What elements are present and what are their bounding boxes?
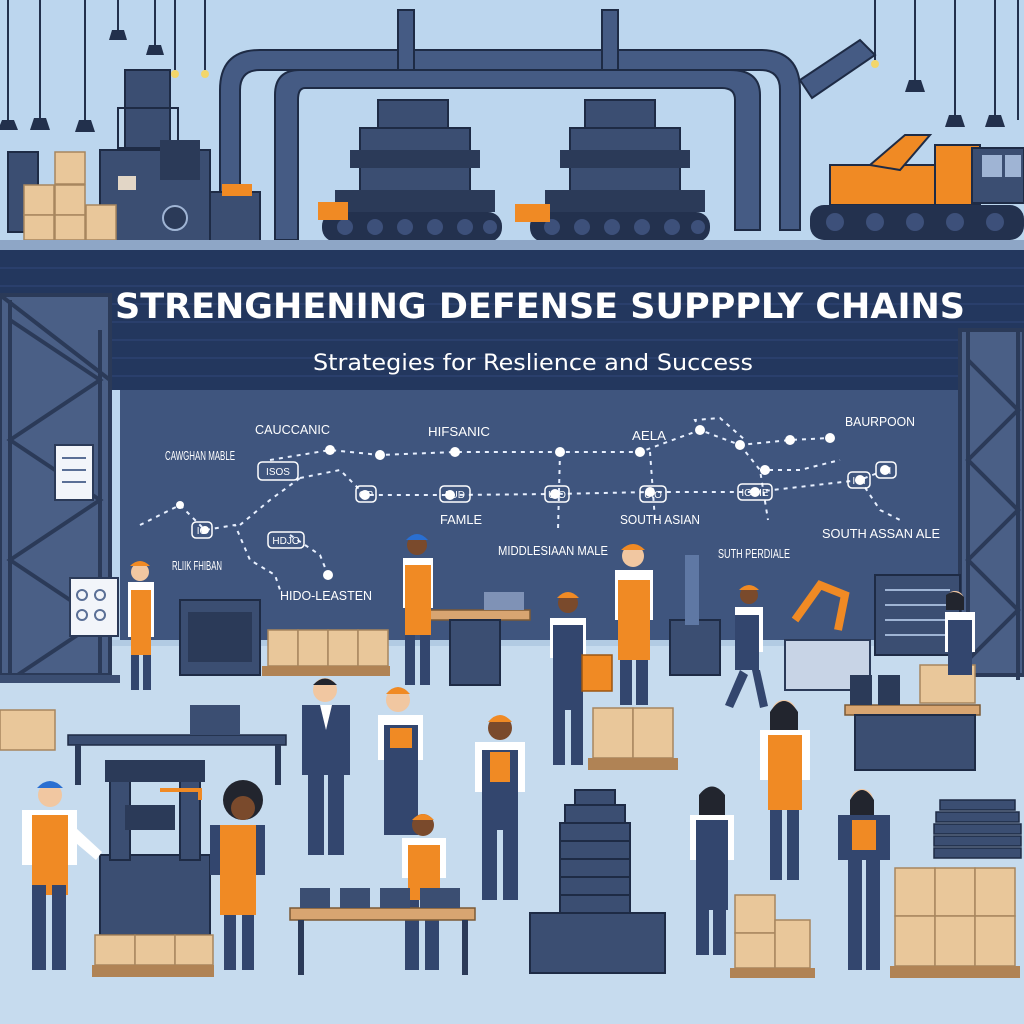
board-label-8: SOUTH ASSAN ALE	[822, 526, 940, 541]
board-label-1: CAWGHAN MABLE	[165, 448, 235, 463]
crawler-machine-right	[515, 99, 710, 242]
worker-front-curly	[210, 780, 265, 970]
ceiling-lamps	[7, 0, 1019, 120]
stacked-parts-tower	[529, 789, 666, 974]
excavator-right	[810, 134, 1024, 240]
banner-title: STRENGHENING DEFENSE SUPPPLY CHAINS	[115, 287, 965, 327]
banner-subtitle: Strategies for Reslience and Success	[313, 351, 753, 376]
pallet-front-left	[92, 965, 214, 977]
worker-front-left	[22, 781, 102, 970]
board-label-12: HIDO-LEASTEN	[280, 588, 372, 603]
worker-clipboard-holder	[128, 561, 154, 690]
node-label-9: IO	[197, 526, 208, 537]
right-workbench	[844, 675, 981, 771]
crawler-machine-left	[318, 99, 502, 242]
node-label-3: IIUD	[445, 490, 465, 501]
upper-deck	[0, 240, 1024, 250]
front-crates-left	[94, 934, 214, 966]
pallet-mid	[588, 758, 678, 770]
node-label-10: OI	[881, 466, 892, 477]
node-label-5: UIO	[644, 490, 662, 501]
front-workbench	[289, 888, 476, 975]
worker-woman-apron	[760, 700, 810, 880]
mid-crates	[0, 629, 976, 759]
mid-machinery	[179, 555, 961, 691]
worker-holding-crate	[550, 592, 613, 765]
worker-clipboard	[69, 577, 119, 637]
board-label-6: FAMLE	[440, 512, 482, 527]
upper-crates-left	[23, 151, 117, 241]
metal-plate-stack	[933, 799, 1022, 859]
hydraulic-press	[99, 760, 211, 936]
front-crates-right	[734, 867, 1016, 969]
worker-center-standing	[475, 715, 525, 900]
board-label-10: SUTH PERDIALE	[718, 546, 790, 561]
worker-woman-smiling	[690, 786, 734, 955]
board-label-3: HIFSANIC	[428, 424, 490, 439]
worker-right-mid	[945, 591, 975, 675]
node-label-4: UIO	[548, 490, 566, 501]
left-low-bench	[0, 675, 287, 785]
board-label-7: SOUTH ASIAN	[620, 512, 700, 527]
pallet-front-right	[890, 966, 1020, 978]
board-label-4: AELA	[632, 428, 666, 443]
board-label-2: CAUCCANIC	[255, 422, 330, 437]
pallet-front-mid	[730, 968, 815, 978]
title-banner: STRENGHENING DEFENSE SUPPPLY CHAINS Stra…	[0, 250, 1024, 390]
node-label-2: OP	[359, 490, 374, 501]
worker-robot-operator	[725, 585, 768, 708]
worker-bearded	[378, 687, 423, 835]
board-label-5: BAURPOON	[845, 414, 915, 429]
lamp-lights	[171, 60, 879, 78]
board-labels: CAWGHAN MABLE CAUCCANIC HIFSANIC AELA BA…	[165, 414, 940, 603]
lamp-heads	[0, 30, 1005, 132]
board-label-9: MIDDLESIAAN MALE	[498, 543, 608, 558]
floor-edge	[0, 640, 1024, 646]
wall-chart-left	[54, 444, 94, 501]
worker-woman-right	[838, 789, 890, 970]
worker-arms-crossed	[615, 544, 653, 705]
overhead-pipes	[219, 9, 877, 241]
node-label-6: ICOIE	[741, 488, 769, 499]
worker-bench-center	[403, 534, 433, 685]
network-board: ISOS OP IIUD UIO UIO ICOIE IOI HDJO IO O…	[120, 390, 980, 640]
pallet-mid-left	[262, 666, 390, 676]
node-label-7: IOI	[852, 476, 865, 487]
manager-in-suit	[302, 678, 350, 855]
node-label-1: ISOS	[266, 467, 290, 478]
board-node-labels: ISOS OP IIUD UIO UIO ICOIE IOI HDJO IO O…	[191, 461, 897, 549]
node-label-8: HDJO	[272, 536, 299, 547]
board-label-11: RLIIK FHIBAN	[172, 558, 222, 573]
